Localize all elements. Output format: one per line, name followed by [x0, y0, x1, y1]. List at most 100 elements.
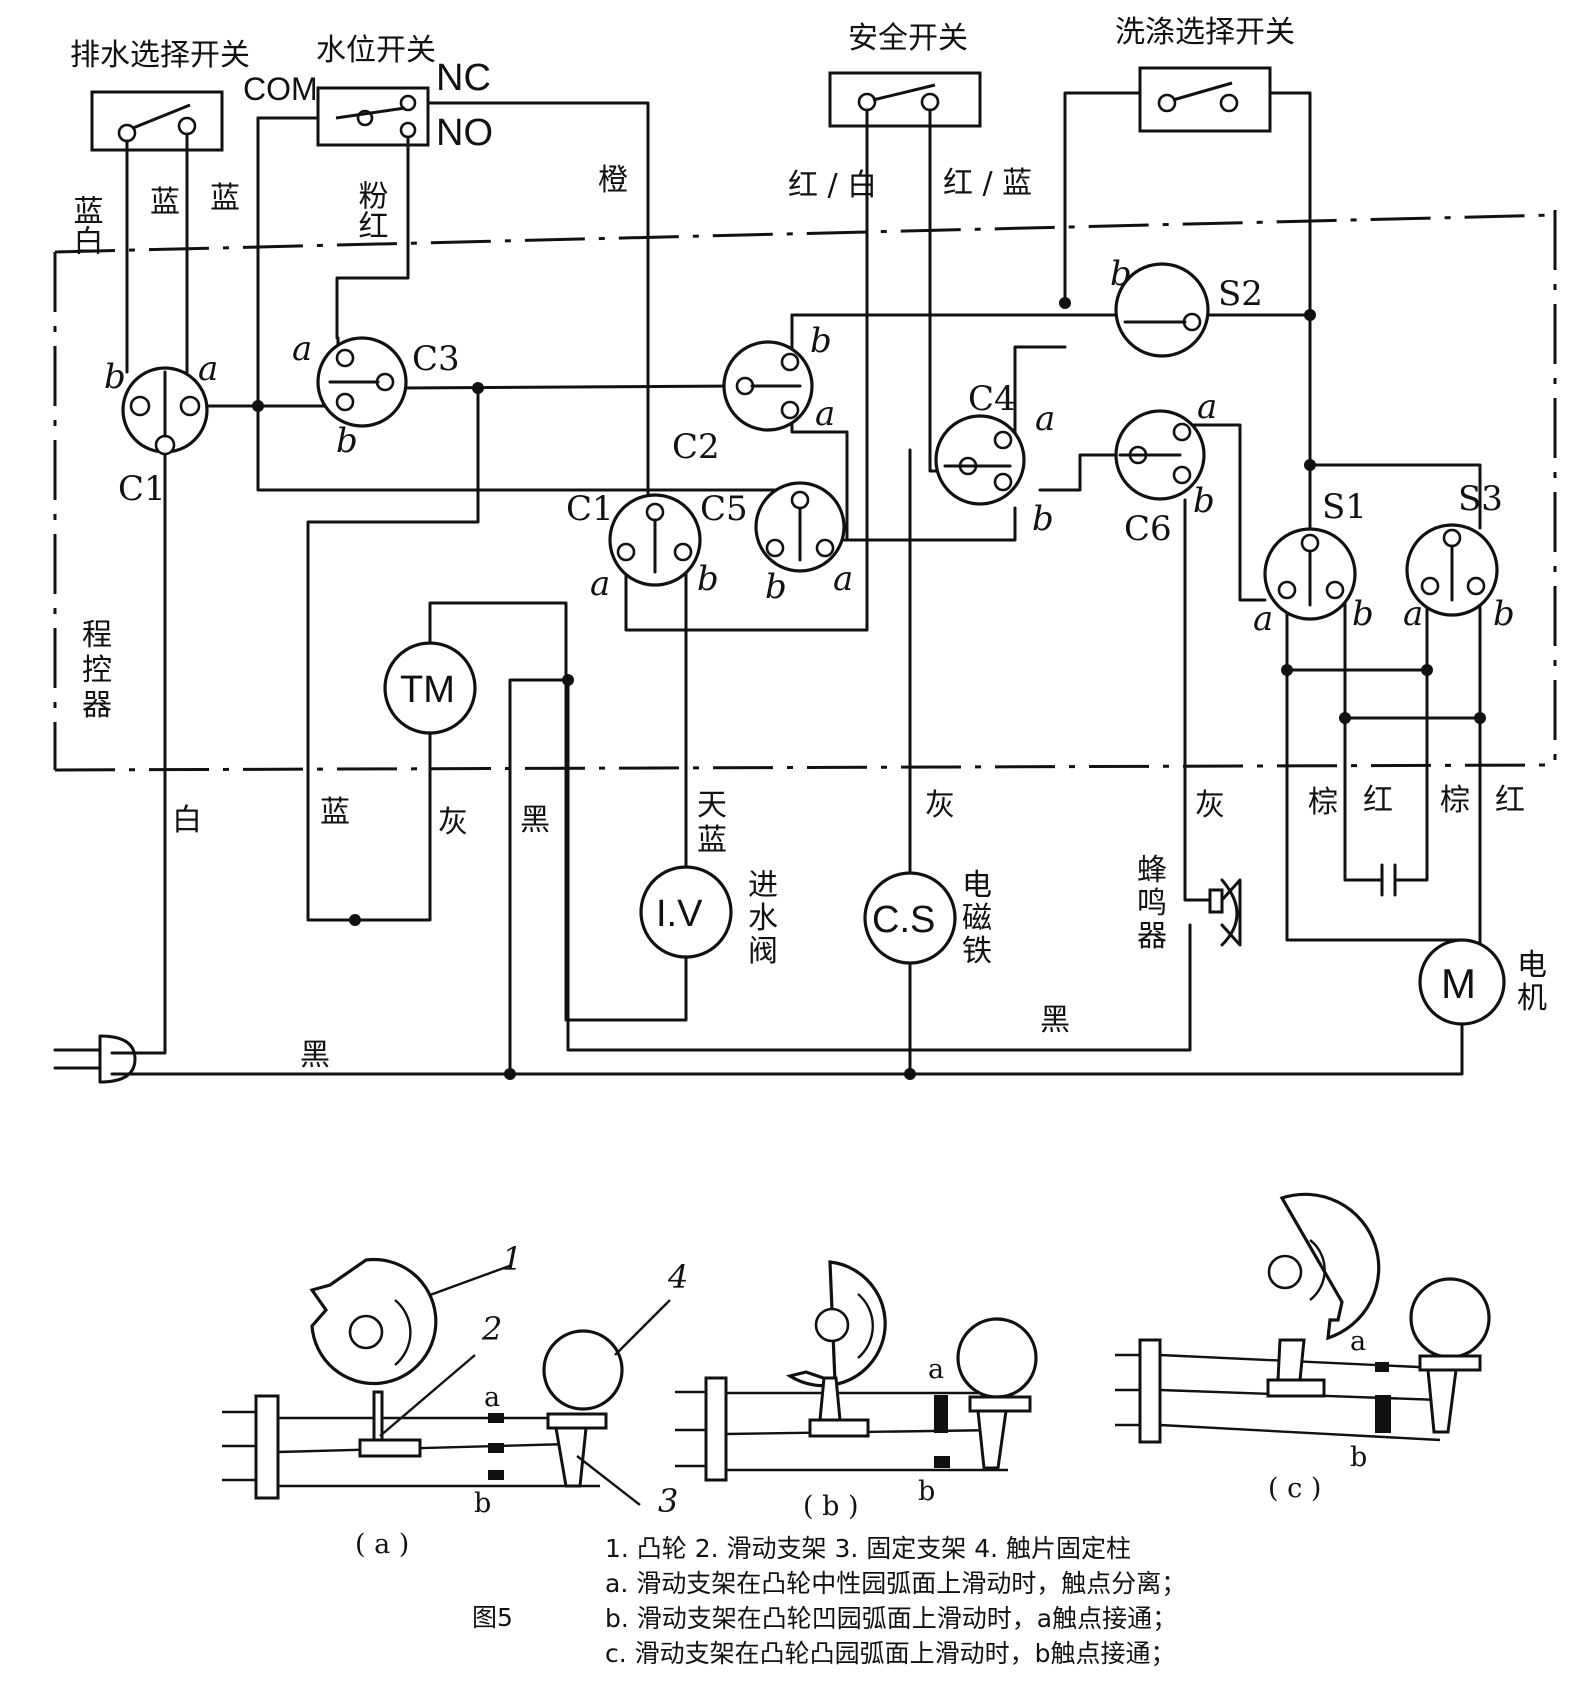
power-plug: [53, 1034, 137, 1084]
wire-red-1: 红: [1363, 783, 1393, 818]
C1-label: C1: [118, 469, 166, 509]
wash-select-switch: [1138, 66, 1272, 133]
wire-black-left: 黑: [300, 1038, 330, 1073]
S3-b-label: b: [1493, 594, 1515, 634]
S2-label: S2: [1218, 274, 1263, 314]
cam-contact-C2: [722, 340, 814, 432]
wash-select-switch-label: 洗涤选择开关: [1115, 15, 1295, 50]
cs-name-3: 铁: [962, 934, 992, 969]
motor-name-2: 机: [1517, 981, 1547, 1016]
cam-contact-C6: [1114, 409, 1206, 501]
wire-brown-2: 棕: [1440, 783, 1470, 818]
wire-gray-1: 灰: [438, 805, 468, 840]
nc-label: NC: [436, 57, 491, 99]
C1-lower-b-label: b: [697, 559, 719, 599]
wire-brown-1: 棕: [1308, 785, 1338, 820]
C6-b-label: b: [1193, 481, 1215, 521]
figure-label: 图5: [472, 1603, 513, 1632]
wire-blue-bottom: 蓝: [320, 795, 350, 830]
cam-contact-C4: [934, 414, 1026, 506]
legend-line-1: 1. 凸轮 2. 滑动支架 3. 固定支架 4. 触片固定柱: [605, 1534, 1131, 1563]
mech-caption-a: ( a ): [355, 1529, 409, 1560]
cam-contact-S1: [1263, 527, 1357, 621]
controller-label-1: 程: [82, 618, 112, 653]
motor-name-1: 电: [1517, 948, 1547, 983]
C3-a-label: a: [292, 329, 312, 369]
mech-num-1: 1: [502, 1240, 522, 1278]
cam-contact-S3: [1405, 523, 1499, 617]
C1-lower-a-label: a: [590, 564, 610, 604]
legend-line-3: b. 滑动支架在凸轮凹园弧面上滑动时，a触点接通；: [605, 1604, 1177, 1633]
S2-b-label: b: [1110, 254, 1132, 294]
C6-label: C6: [1124, 509, 1172, 549]
S1-label: S1: [1322, 487, 1367, 527]
C1-a-label: a: [198, 349, 218, 389]
C5-a-label: a: [833, 559, 853, 599]
C2-b-label: b: [810, 321, 832, 361]
C5-label: C5: [700, 489, 748, 529]
wire-blue-white: 蓝白: [68, 195, 103, 255]
wire-blue-1: 蓝: [150, 185, 180, 220]
iv-name-2: 水: [748, 901, 778, 936]
S3-a-label: a: [1403, 594, 1423, 634]
C4-a-label: a: [1035, 399, 1055, 439]
inlet-valve: [639, 858, 733, 959]
wire-black-mid: 黑: [1040, 1003, 1070, 1038]
mechanism-a: [222, 1257, 671, 1506]
wire-gray-2: 灰: [925, 788, 955, 823]
wire-red-white: 红 / 白: [788, 168, 877, 203]
mechanism-c: [1115, 1192, 1491, 1444]
C1-lower-label: C1: [566, 489, 614, 529]
mech-num-2: 2: [481, 1310, 502, 1348]
mech-b-b-label: b: [918, 1476, 935, 1507]
mechanism-b: [675, 1260, 1038, 1482]
C5-b-label: b: [765, 567, 787, 607]
buzzer-name-2: 鸣: [1137, 886, 1167, 921]
water-level-switch-label: 水位开关: [316, 33, 436, 68]
C3-b-label: b: [336, 421, 358, 461]
C4-b-label: b: [1032, 499, 1054, 539]
cs-name-2: 磁: [962, 901, 992, 936]
drain-select-switch-label: 排水选择开关: [70, 38, 250, 73]
mech-a-b-label: b: [474, 1488, 491, 1519]
cam-contact-C5: [754, 481, 846, 573]
iv-name-3: 阀: [748, 934, 778, 969]
safety-switch-label: 安全开关: [848, 21, 968, 56]
com-label: COM: [243, 71, 318, 107]
C1-b-label: b: [104, 357, 126, 397]
cam-contact-S2: [1114, 262, 1210, 358]
mech-c-b-label: b: [1350, 1442, 1367, 1473]
wire-pink-red: 粉红: [353, 180, 389, 240]
cs-name-1: 电: [962, 868, 992, 903]
legend-line-4: c. 滑动支架在凸轮凸园弧面上滑动时，b触点接通；: [605, 1639, 1176, 1668]
wire-white: 白: [172, 803, 202, 838]
C2-label: C2: [672, 427, 720, 467]
cam-contact-C1: [121, 366, 209, 456]
controller-label-3: 器: [82, 688, 112, 723]
buzzer-name-1: 蜂: [1137, 853, 1167, 888]
cs-label: C.S: [872, 899, 935, 941]
mech-caption-b: ( b ): [803, 1491, 859, 1522]
drain-select-switch: [90, 90, 224, 152]
tm-label: TM: [400, 669, 455, 711]
S3-label: S3: [1458, 479, 1503, 519]
mech-num-3: 3: [658, 1482, 678, 1520]
wire-sky-blue-1: 天: [697, 788, 727, 823]
mech-caption-c: ( c ): [1268, 1473, 1321, 1504]
C4-label: C4: [968, 379, 1016, 419]
buzzer-symbol: [1208, 878, 1242, 947]
mech-c-a-label: a: [1350, 1326, 1366, 1357]
iv-label: I.V: [656, 893, 703, 935]
mech-a-a-label: a: [484, 1382, 500, 1413]
mech-num-4: 4: [667, 1258, 688, 1296]
S1-a-label: a: [1253, 599, 1273, 639]
legend-line-2: a. 滑动支架在凸轮中性园弧面上滑动时，触点分离；: [605, 1569, 1186, 1598]
controller-label-2: 控: [82, 653, 112, 688]
cam-contact-C1-lower: [608, 493, 702, 587]
wire-black-1: 黑: [520, 803, 550, 838]
motor: [1418, 938, 1506, 1026]
buzzer-name-3: 器: [1137, 919, 1167, 954]
wire-orange: 橙: [598, 163, 628, 198]
water-level-switch: [316, 86, 430, 147]
no-label: NO: [436, 112, 493, 154]
